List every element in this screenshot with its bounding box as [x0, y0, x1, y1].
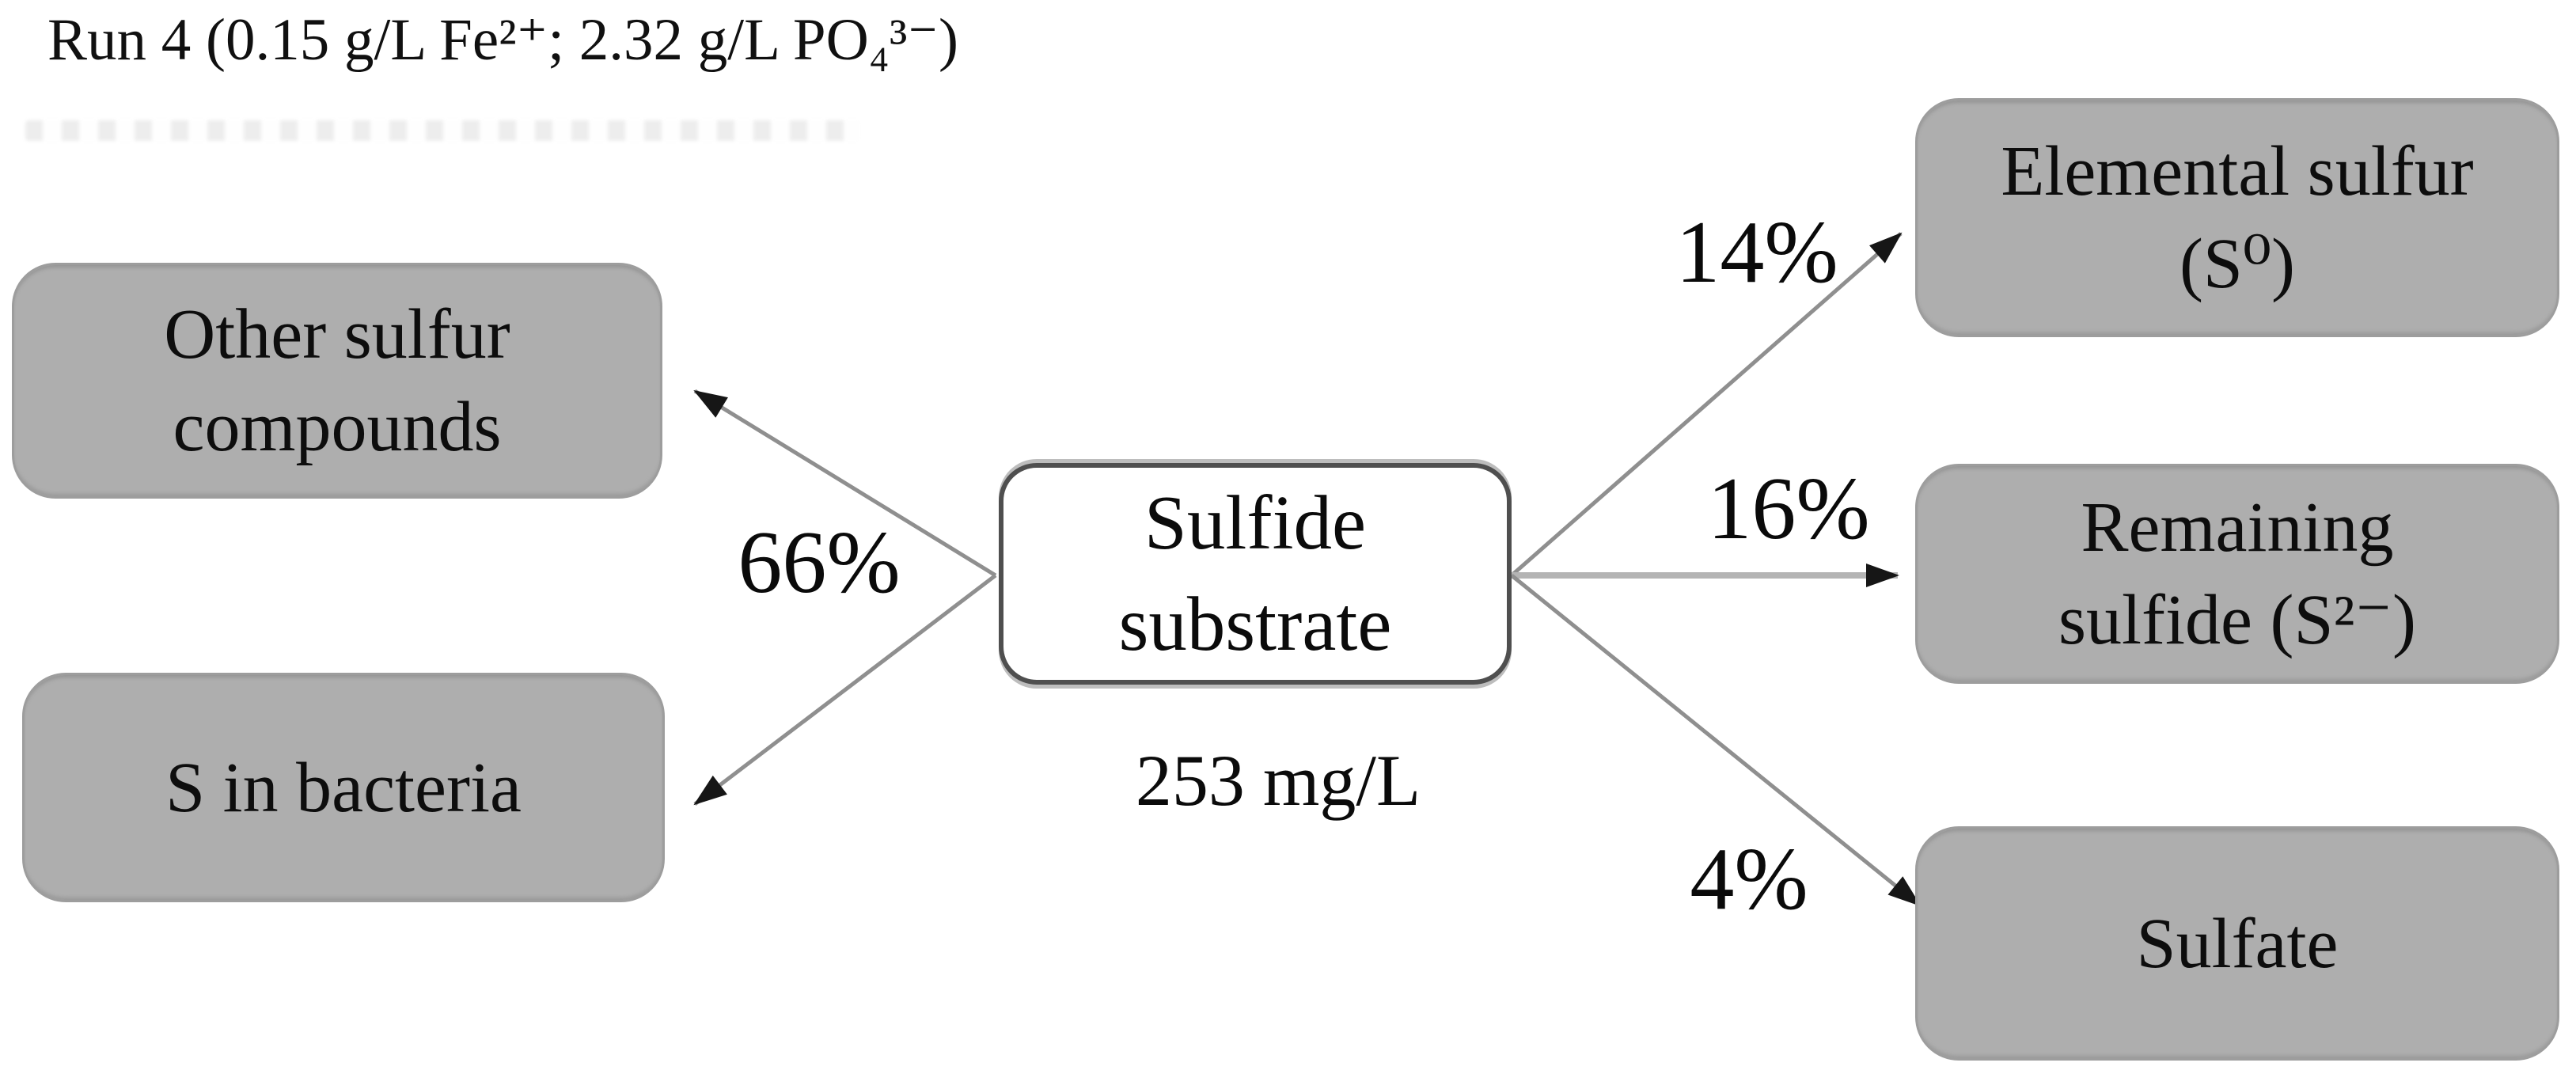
flow-label-4pct: 4%: [1690, 830, 1808, 928]
figure-title: Run 4 (0.15 g/L Fe²⁺; 2.32 g/L PO₄³⁻): [47, 7, 958, 73]
node-label-line: compounds: [173, 388, 502, 466]
sulfide-substrate-amount: 253 mg/L: [1135, 740, 1421, 821]
node-label-line: S in bacteria: [165, 748, 522, 827]
node-label-line: (S⁰): [2179, 225, 2296, 303]
node-sulfide-substrate: Sulfide substrate: [999, 463, 1512, 685]
node-label-line: Sulfide: [1144, 480, 1367, 565]
node-label-line: Other sulfur: [164, 295, 510, 374]
node-other-sulfur-compounds: Other sulfur compounds: [12, 263, 662, 499]
node-label-line: Sulfate: [2136, 904, 2339, 983]
node-label-line: sulfide (S²⁻): [2058, 581, 2416, 659]
flow-label-16pct: 16%: [1707, 460, 1870, 558]
node-label-line: Remaining: [2081, 488, 2394, 567]
node-sulfate: Sulfate: [1915, 826, 2559, 1061]
node-s-in-bacteria: S in bacteria: [22, 673, 665, 902]
node-label-line: substrate: [1118, 582, 1392, 666]
flow-label-66pct: 66%: [738, 514, 901, 612]
node-remaining-sulfide: Remaining sulfide (S²⁻): [1915, 464, 2559, 684]
flow-label-14pct: 14%: [1675, 203, 1838, 302]
node-label-line: Elemental sulfur: [2001, 132, 2474, 211]
node-elemental-sulfur: Elemental sulfur (S⁰): [1915, 98, 2559, 337]
faded-erased-text-artifact: [25, 120, 860, 141]
